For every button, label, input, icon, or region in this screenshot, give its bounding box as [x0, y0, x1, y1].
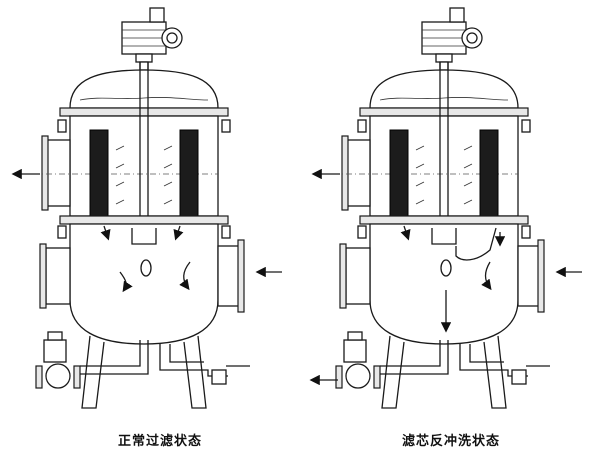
flow-arrow-icon [481, 261, 492, 291]
panel-normal-filtration [11, 7, 282, 409]
flow-arrow-icon [179, 261, 191, 291]
panel-backwash [309, 7, 582, 409]
caption-backwash: 滤芯反冲洗状态 [402, 434, 501, 449]
caption-normal-filtration: 正常过滤状态 [118, 434, 203, 449]
flow-arrow-icon [119, 271, 133, 293]
